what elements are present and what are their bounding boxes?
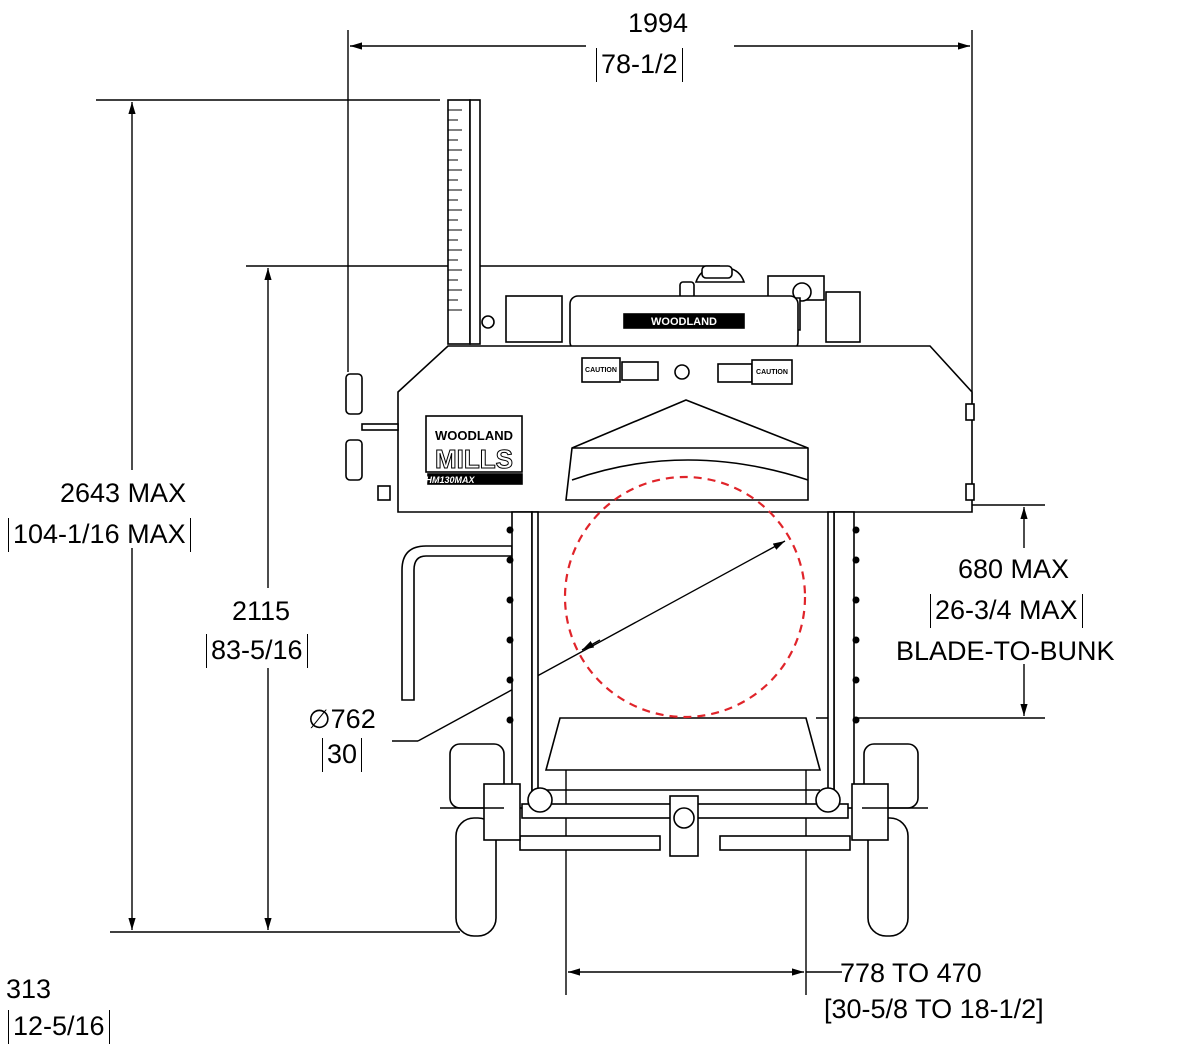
bunk-width-imperial: [30-5/8 TO 18-1/2] — [824, 994, 1044, 1024]
ground-clearance-metric: 313 — [6, 974, 52, 1004]
blade-to-bunk-metric: 680 MAX — [958, 554, 1070, 584]
ground-clearance-imperial: 12-5/16 — [8, 1010, 110, 1044]
log-diameter-circle — [563, 475, 807, 719]
blade-to-bunk-imperial: 26-3/4 MAX — [930, 594, 1083, 628]
log-diameter-value: 762 — [330, 704, 376, 734]
logo-top-text: WOODLAND — [435, 428, 513, 443]
caution-label-right: CAUTION — [756, 369, 788, 376]
height-imperial: 83-5/16 — [206, 634, 308, 668]
log-diameter-imperial: 30 — [322, 738, 363, 772]
max-height-metric: 2643 MAX — [60, 478, 187, 508]
height-metric: 2115 — [232, 596, 291, 626]
head-plate-text: WOODLAND — [651, 316, 717, 328]
sawmill-head — [345, 99, 975, 937]
max-height-imperial: 104-1/16 MAX — [8, 518, 191, 552]
diameter-symbol: ∅ — [308, 705, 331, 735]
caution-label-left: CAUTION — [585, 367, 617, 374]
overall-width-metric: 1994 — [628, 8, 689, 38]
logo-bottom-text: MILLS — [435, 444, 513, 474]
bunk-width-metric: 778 TO 470 — [840, 958, 982, 988]
log-diameter-metric: ∅762 — [308, 704, 376, 735]
model-text: HM130MAX — [425, 475, 475, 485]
blade-to-bunk-note: BLADE-TO-BUNK — [896, 636, 1115, 666]
overall-width-imperial: 78-1/2 — [596, 48, 683, 82]
